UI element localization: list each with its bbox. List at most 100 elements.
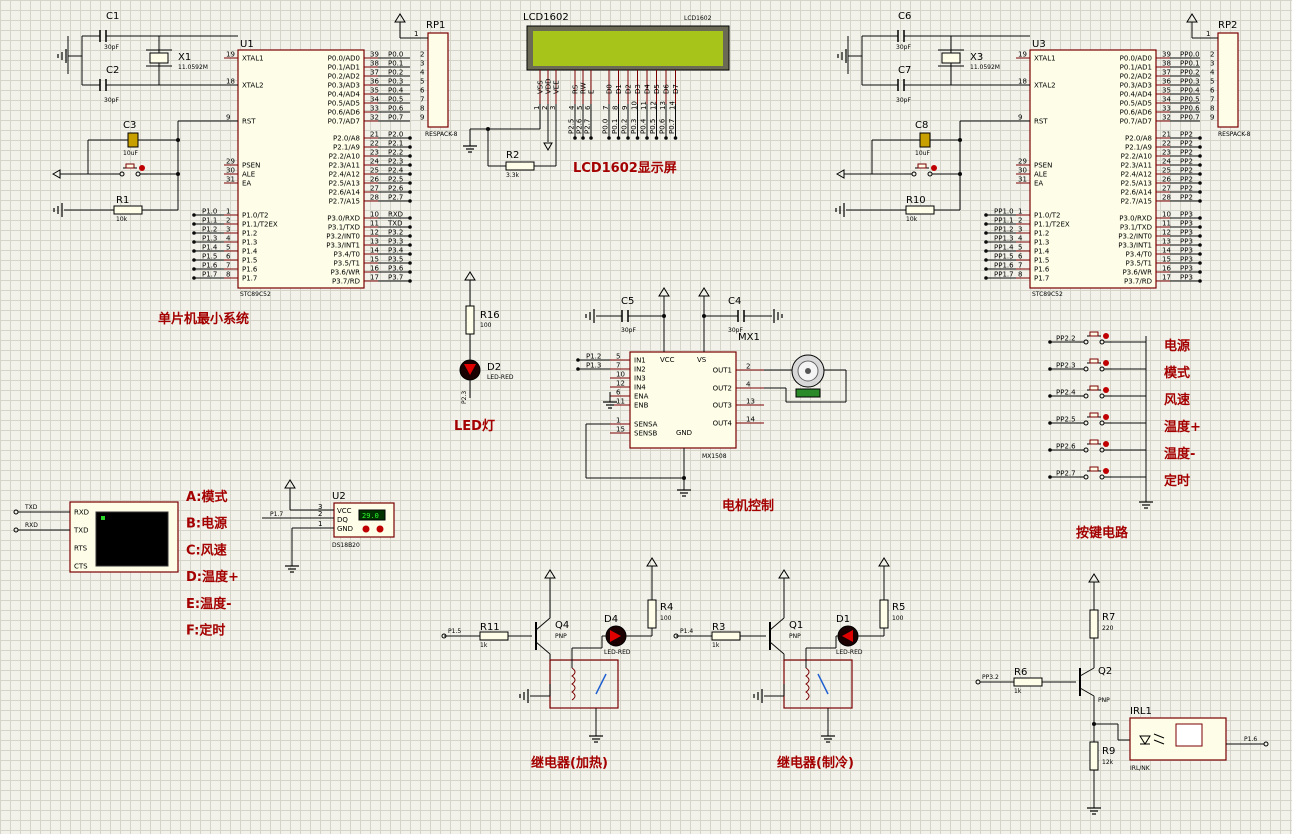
key-net-label: PP2.5 [1056, 416, 1076, 424]
net-terminal [1198, 261, 1202, 265]
mcu-pin-label: P3.0/RXD [327, 215, 360, 223]
mcu-pin-label: P2.3/A11 [329, 162, 360, 170]
mcu-pin-number: 26 [1162, 176, 1171, 184]
respack-pin-number: 6 [1210, 87, 1215, 95]
key-switch [1075, 358, 1113, 372]
d2-net: P2.3 [461, 391, 468, 404]
u3-mcu-block: U3 STC89C52 XTAL119XTAL218RST9PSEN29ALE3… [835, 11, 1202, 298]
c4-val: 30pF [728, 327, 743, 334]
mcu-pin-number: 17 [370, 274, 379, 282]
net-label: PP1.1 [994, 217, 1014, 225]
net-terminal [408, 163, 412, 167]
mcu-pin-label: P0.7/AD7 [1120, 118, 1152, 126]
c1-val: 30pF [104, 44, 119, 51]
mcu-pin-number: 13 [370, 238, 379, 246]
r10-val: 10k [906, 216, 918, 223]
mcu-pin-number: 26 [370, 176, 379, 184]
q1-net: P1.4 [680, 628, 693, 635]
c1-ref: C1 [106, 11, 119, 22]
lcd-net-terminal [589, 136, 593, 140]
net-label: P3.7 [388, 274, 403, 282]
key-net-label: PP2.6 [1056, 443, 1076, 451]
mcu-pin-label: P1.3 [1034, 239, 1049, 247]
u1-left-pins: XTAL119XTAL218RST9PSEN29ALE30EA31P1.0/T2… [192, 51, 278, 283]
net-label: PP1.0 [994, 208, 1014, 216]
mcu-pin-number: 14 [370, 247, 379, 255]
mcu-pin-number: 28 [1162, 194, 1171, 202]
lcd-pin-label: D6 [663, 84, 671, 94]
net-label: P3.2 [388, 229, 403, 237]
mcu-pin-number: 4 [226, 235, 231, 243]
mcu-pin-number: 35 [1162, 87, 1171, 95]
mx-pin-number: 11 [616, 398, 625, 406]
mcu-pin-number: 22 [370, 140, 379, 148]
mcu-pin-label: P2.3/A11 [1121, 162, 1152, 170]
title-lcd: LCD1602显示屏 [573, 161, 677, 176]
net-label: PP1.6 [994, 262, 1014, 270]
rp1-part: RESPACK-8 [425, 131, 458, 138]
mcu-pin-number: 22 [1162, 140, 1171, 148]
lcd-pin-number: 12 [650, 101, 658, 110]
mcu-pin-label: EA [1034, 180, 1043, 188]
key-net-label: PP2.7 [1056, 470, 1076, 478]
mcu-pin-number: 9 [226, 114, 230, 122]
mcu-pin-label: P3.3/INT1 [326, 242, 360, 250]
net-terminal [408, 154, 412, 158]
net-label: PP3 [1180, 229, 1193, 237]
mcu-pin-number: 21 [370, 131, 379, 139]
mcu-pin-number: 6 [1018, 253, 1023, 261]
lcd-pin-label: D7 [672, 84, 680, 94]
lcd-net-label: P0.5 [649, 119, 657, 134]
net-terminal [984, 222, 988, 226]
c2-val: 30pF [104, 97, 119, 104]
respack-pin-number: 4 [1210, 69, 1215, 77]
key-switch [1075, 412, 1113, 426]
u1-part: STC89C52 [240, 291, 271, 298]
r4-val: 100 [660, 615, 672, 622]
mcu-pin-label: P0.1/AD1 [1120, 64, 1152, 72]
key-switch-group: PP2.2电源PP2.3模式PP2.4风速PP2.5温度+PP2.6温度-PP2… [1048, 331, 1201, 489]
net-terminal [408, 243, 412, 247]
title-motor: 电机控制 [722, 498, 774, 514]
net-label: PP2 [1180, 194, 1193, 202]
mcu-pin-label: P0.6/AD6 [328, 109, 361, 117]
mcu-pin-label: P1.5 [242, 257, 257, 265]
term-net-rxd: RXD [25, 522, 38, 529]
lcd-net-terminal [626, 136, 630, 140]
net-label: PP3 [1180, 256, 1193, 264]
terminal-pin-label: RTS [74, 545, 88, 553]
lcd-pin-number: 9 [621, 106, 629, 110]
net-terminal [1198, 190, 1202, 194]
net-label: P0.0 [388, 51, 403, 59]
respack-pin-number: 8 [1210, 105, 1214, 113]
mcu-pin-number: 15 [1162, 256, 1171, 264]
net-terminal [1198, 270, 1202, 274]
net-label: P0.1 [388, 60, 403, 68]
mcu-pin-number: 33 [370, 105, 379, 113]
mcu-pin-label: P3.5/T1 [1126, 260, 1152, 268]
lcd-net-label: P0.2 [621, 119, 629, 134]
mcu-pin-number: 12 [370, 229, 379, 237]
mcu-pin-number: 17 [1162, 274, 1171, 282]
lcd-net-terminal [673, 136, 678, 140]
key-function-label: 温度- [1164, 446, 1195, 462]
respack-pin-number: 3 [420, 60, 424, 68]
d1-val: LED-RED [836, 649, 863, 656]
key-net-label: PP2.4 [1056, 389, 1076, 397]
mcu-pin-number: 16 [370, 265, 379, 273]
mcu-pin-number: 1 [1018, 208, 1022, 216]
svg-text:1: 1 [1206, 30, 1210, 38]
net-label: P1.5 [202, 253, 217, 261]
mx-pin-label: SENSA [634, 421, 658, 429]
u2-pin-gnd: GND [337, 525, 353, 533]
net-label: P1.6 [202, 262, 218, 270]
lcd-net-label: P0.0 [602, 119, 610, 134]
irl1-part: IRL/NK [1130, 765, 1151, 772]
c6-ref: C6 [898, 11, 911, 22]
net-terminal [1198, 234, 1202, 238]
net-terminal [1198, 252, 1202, 256]
q4-net: P1.5 [448, 628, 461, 635]
lcd-pin-label: RS [572, 84, 580, 94]
